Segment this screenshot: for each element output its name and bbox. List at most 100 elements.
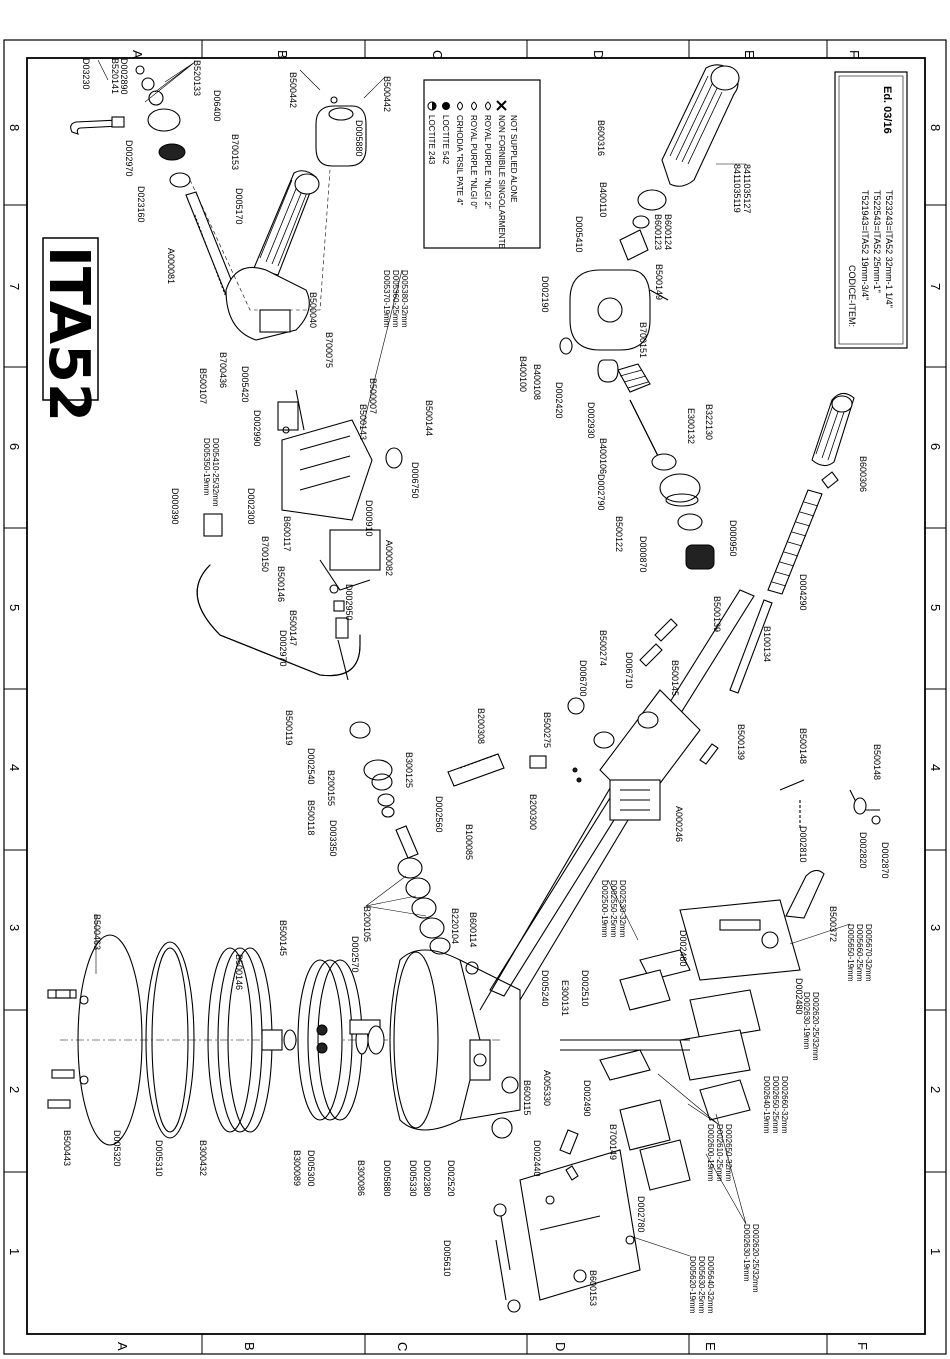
cylinder-assembly <box>47 721 521 1146</box>
label-b500139b: B500139 <box>736 724 746 760</box>
legend-text-1: LOCTITE 243 <box>427 115 436 165</box>
label-b500463: B500463 <box>92 914 102 950</box>
zone-right-4: 4 <box>928 764 943 771</box>
label-d002780: D002780 <box>636 1196 646 1233</box>
zone-top-a: A <box>130 50 145 59</box>
zone-right-8: 8 <box>928 124 943 131</box>
label-d002620b: D002620-25/32mm <box>751 1224 760 1293</box>
label-b300086: B300086 <box>356 1160 366 1196</box>
label-b520133: B520133 <box>192 60 202 96</box>
label-b500442a: B500442 <box>288 72 298 108</box>
label-b322130: B322130 <box>704 404 714 440</box>
lever-arm-assembly <box>447 392 881 1011</box>
label-b700436: B700436 <box>218 352 228 388</box>
label-b300432: B300432 <box>198 1140 208 1176</box>
label-d03230: D03230 <box>81 58 91 90</box>
label-d005320: D005320 <box>112 1130 122 1167</box>
label-b700153: B700153 <box>230 134 240 170</box>
zone-right-2: 2 <box>928 1086 943 1093</box>
legend-text-4: ROYAL PURPLE "NLGI 0" <box>469 115 478 209</box>
label-d002810: D002810 <box>798 826 808 863</box>
zone-right-5: 5 <box>928 604 943 611</box>
label-d002930: D002930 <box>586 402 596 439</box>
label-d002600: D002600-19mm <box>706 1124 715 1182</box>
label-d002440: D002440 <box>532 1140 542 1177</box>
label-b400100: B400100 <box>518 356 528 392</box>
label-b200308: B200308 <box>476 708 486 744</box>
code-line-1: T521943=ITA52 19mm-3/4" <box>860 190 870 300</box>
label-handle-a-2: 8411035127 <box>742 164 752 213</box>
code-line-3: T523243=ITA52 32mm-1 1/4" <box>884 190 894 308</box>
zone-bottom-b: B <box>242 1342 257 1351</box>
label-d005620: D005620-19mm <box>688 1256 697 1314</box>
label-d002650b: D002650-25mm <box>771 1076 780 1134</box>
label-b600117: B600117 <box>282 516 292 551</box>
label-d023160: D023160 <box>136 186 146 223</box>
zone-left-1: 1 <box>7 1248 22 1255</box>
label-b500149: B500149 <box>654 264 664 300</box>
label-d005330: D005330 <box>408 1160 418 1197</box>
label-b500145a: B500145 <box>670 660 680 696</box>
label-d002520: D002520 <box>446 1160 456 1197</box>
zone-bottom-e: E <box>703 1342 718 1351</box>
label-d002560: D002560 <box>434 796 444 833</box>
zone-top-e: E <box>742 50 757 59</box>
upper-right-gear-assembly <box>559 64 740 570</box>
label-b500107: B500107 <box>198 368 208 404</box>
label-d005310: D005310 <box>154 1140 164 1177</box>
label-b700151: B700151 <box>638 322 648 358</box>
zone-top-f: F <box>847 50 862 58</box>
zone-left-2: 2 <box>7 1086 22 1093</box>
label-d005300: D005300 <box>306 1150 316 1187</box>
zone-top-d: D <box>591 50 606 59</box>
label-d002640: D002640-19mm <box>762 1076 771 1134</box>
label-b220104: B220104 <box>450 908 460 944</box>
label-b500143: B500143 <box>358 404 368 440</box>
drop-1-icon <box>457 101 463 111</box>
label-b500118: B500118 <box>306 800 316 835</box>
label-d005410b: D005410-25/32mm <box>211 438 220 507</box>
label-d002550: D002550-25mm <box>609 880 618 938</box>
label-d005360: D005360-25mm <box>391 270 400 328</box>
label-b600123: B600123 <box>653 214 663 250</box>
label-d002990: D002990 <box>252 410 262 447</box>
zone-left-7: 7 <box>7 283 22 290</box>
label-d002890: D002890 <box>119 58 129 95</box>
zone-left-5: 5 <box>7 604 22 611</box>
cross-icon <box>496 100 507 111</box>
zone-top-b: B <box>275 50 290 59</box>
label-d06400: D06400 <box>212 90 222 122</box>
leader-lines <box>95 59 851 1257</box>
label-d005420: D005420 <box>240 366 250 403</box>
label-d002630: D002630-19mm <box>802 992 811 1050</box>
label-d005670: D005670-32mm <box>864 924 873 982</box>
label-d006710: D006710 <box>624 652 634 689</box>
label-b500372: B500372 <box>828 906 838 942</box>
label-b500147: B500147 <box>288 610 298 646</box>
title-box: ITA52 <box>36 237 101 422</box>
label-b500442b: B500442 <box>382 76 392 112</box>
label-d006700: D006700 <box>578 660 588 697</box>
label-d006750: D006750 <box>410 462 420 499</box>
zone-right-7: 7 <box>928 283 943 290</box>
label-b500148a: B500148 <box>798 728 808 764</box>
label-d005410: D005410 <box>574 216 584 253</box>
label-b400110: B400110 <box>598 182 608 217</box>
filled-circle-icon <box>442 102 450 110</box>
edition: Ed. 03/16 <box>881 86 893 134</box>
label-d002660: D002660-32mm <box>780 1076 789 1134</box>
label-d002650: D002650-32mm <box>724 1124 733 1182</box>
label-d005650: D005650-19mm <box>846 924 855 982</box>
label-e300132: E300132 <box>686 408 696 444</box>
drop-3-icon <box>485 101 491 111</box>
label-d002510: D002510 <box>580 970 590 1007</box>
zone-markers: A B C D E F A B C D E F 8 7 6 5 4 3 2 1 … <box>7 50 943 1351</box>
label-b500040: B500040 <box>308 292 318 328</box>
label-b500007: B500007 <box>368 378 378 414</box>
upper-left-handle-assembly <box>70 65 367 341</box>
label-d003350: D003350 <box>328 820 338 857</box>
legend-text-7: NOT SUPPLIED ALONE <box>509 115 518 202</box>
label-d002490: D002490 <box>582 1080 592 1117</box>
item-code-box: CODICE-ITEM: T521943=ITA52 19mm-3/4" T52… <box>834 71 908 349</box>
